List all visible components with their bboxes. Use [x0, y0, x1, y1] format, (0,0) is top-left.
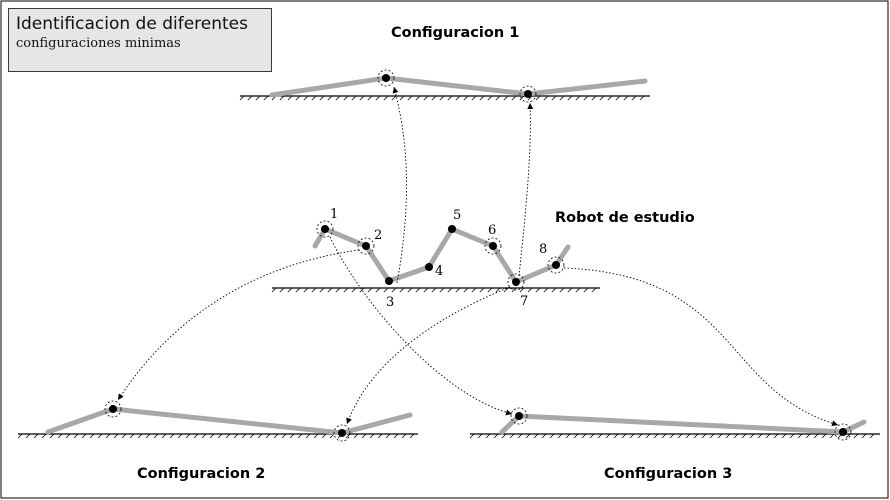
arrow-2-to-config2: [117, 249, 360, 401]
configuration-1-title: Configuracion 1: [391, 25, 519, 41]
joint-2: [362, 242, 370, 250]
joint-label-6: 6: [488, 223, 496, 238]
ground-config2: [17, 433, 418, 439]
arm-config3: [499, 413, 867, 435]
arm-robot: [312, 226, 571, 285]
joint-ring-7: [507, 273, 525, 291]
joint-ring-8: [547, 256, 565, 274]
joint-ring-config1-b: [519, 85, 537, 103]
configuration-2: [17, 400, 418, 442]
joint-label-7: 7: [520, 294, 528, 309]
joint-label-3: 3: [386, 295, 394, 310]
arrow-7-to-config1: [518, 102, 534, 277]
joint-ring-config2-a: [104, 400, 122, 418]
caption-subtitle: configuraciones minimas: [16, 36, 181, 51]
study-robot: 1 2 3 4 5 6 7 8: [271, 207, 600, 310]
arrow-8-to-config3: [563, 267, 839, 427]
joint-ring-6: [484, 237, 502, 255]
joint-ring-config1-a: [377, 69, 395, 87]
arrow-7-to-config2: [346, 286, 511, 425]
joint-config3-b: [839, 428, 847, 436]
joint-ring-config3-b: [834, 423, 852, 441]
joint-ring-2: [357, 237, 375, 255]
joint-5: [448, 225, 456, 233]
joint-ring-1: [316, 220, 334, 238]
joint-label-4: 4: [435, 264, 443, 279]
ground-config1: [239, 95, 650, 101]
joint-1: [321, 225, 329, 233]
caption-box: Identificacion de diferentes configuraci…: [8, 8, 272, 72]
arrow-3-to-config1: [392, 86, 407, 284]
joint-config1-a: [382, 74, 390, 82]
joint-8: [552, 261, 560, 269]
robot-title: Robot de estudio: [555, 210, 695, 226]
ground-robot: [271, 287, 600, 293]
joint-label-5: 5: [453, 208, 461, 223]
joint-label-1: 1: [330, 207, 338, 222]
ground-config3: [469, 433, 880, 439]
joint-config1-b: [524, 90, 532, 98]
joint-ring-config2-b: [333, 424, 351, 442]
joint-4: [425, 263, 433, 271]
configuration-3: [469, 407, 880, 441]
joint-label-2: 2: [374, 228, 382, 243]
joint-config2-a: [109, 405, 117, 413]
arm-config2: [45, 406, 413, 436]
joint-config2-b: [338, 429, 346, 437]
configuration-1: [239, 69, 650, 103]
caption-title: Identificacion de diferentes: [16, 14, 248, 34]
joint-3: [385, 277, 393, 285]
configuration-2-title: Configuracion 2: [137, 466, 265, 482]
mapping-arrows: [117, 86, 839, 427]
joint-6: [489, 242, 497, 250]
joint-ring-config3-a: [510, 407, 528, 425]
joint-7: [512, 278, 520, 286]
arm-config1: [269, 75, 648, 98]
joint-label-8: 8: [539, 242, 547, 257]
joint-config3-a: [515, 412, 523, 420]
configuration-3-title: Configuracion 3: [604, 466, 732, 482]
arrow-1-to-config3: [329, 236, 513, 416]
